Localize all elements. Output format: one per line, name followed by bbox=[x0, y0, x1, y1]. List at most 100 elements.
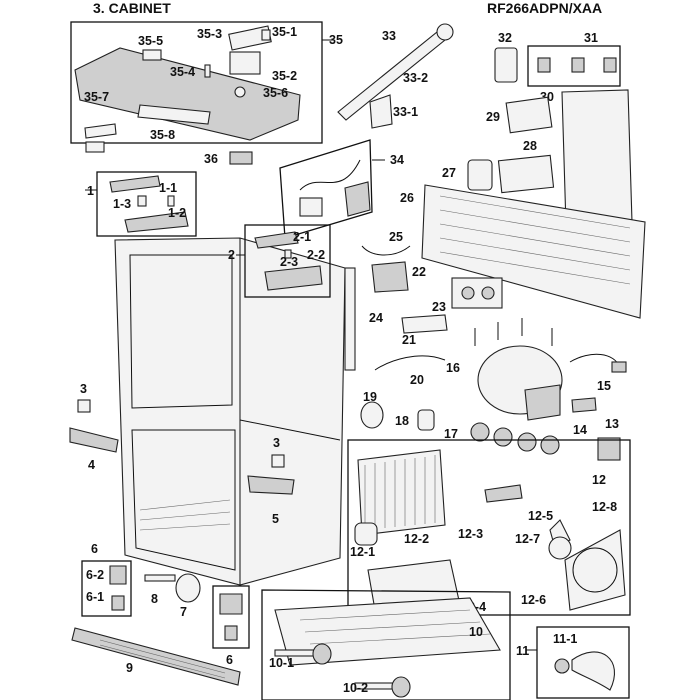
label-6-left: 6 bbox=[91, 542, 98, 556]
cabinet-shell bbox=[114, 237, 346, 586]
part-14 bbox=[571, 397, 597, 413]
part-13 bbox=[597, 437, 621, 461]
part-27 bbox=[467, 159, 493, 191]
fan-motor-12-6 bbox=[548, 536, 572, 560]
label-2: 2 bbox=[228, 248, 235, 262]
box-6-right bbox=[212, 585, 250, 649]
label-22: 22 bbox=[412, 265, 426, 279]
part-2-1 bbox=[284, 249, 292, 259]
part-36 bbox=[229, 151, 253, 165]
leveling-foot-3-right bbox=[271, 454, 285, 468]
label-11-1: 11-1 bbox=[553, 632, 577, 646]
part-group-6-left: 6 6-2 6-1 bbox=[81, 542, 132, 617]
tube-20 bbox=[374, 355, 446, 371]
part-6-bracket-right bbox=[219, 593, 243, 615]
box-31 bbox=[527, 45, 621, 87]
label-12-7: 12-7 bbox=[515, 532, 540, 546]
label-12-1: 12-1 bbox=[350, 545, 375, 559]
label-10-1: 10-1 bbox=[269, 656, 294, 670]
label-9: 9 bbox=[126, 661, 133, 675]
fan-blade-11 bbox=[571, 651, 616, 691]
roller-axle-8 bbox=[144, 574, 176, 582]
part-22 bbox=[371, 261, 409, 293]
box-1 bbox=[96, 171, 197, 237]
label-33-2: 33-2 bbox=[403, 71, 428, 85]
label-1: 1 bbox=[87, 184, 94, 198]
part-group-2: 2 2-1 2-3 2-2 bbox=[228, 224, 331, 298]
part-group-26: 26 bbox=[400, 184, 646, 319]
section-title: 3. CABINET bbox=[93, 0, 171, 16]
label-33-1: 33-1 bbox=[393, 105, 418, 119]
part-6-2 bbox=[109, 565, 127, 585]
label-35-2: 35-2 bbox=[272, 69, 297, 83]
part-31-b bbox=[571, 57, 585, 73]
label-6-2: 6-2 bbox=[86, 568, 104, 582]
part-group-10: 10 10-1 10-2 bbox=[261, 589, 511, 700]
box-6-left bbox=[81, 560, 132, 617]
bracket-5 bbox=[247, 475, 295, 495]
pcb-34 bbox=[299, 197, 323, 217]
label-23: 23 bbox=[432, 300, 446, 314]
part-1-1 bbox=[167, 195, 175, 207]
label-8: 8 bbox=[151, 592, 158, 606]
wire-harness-34 bbox=[299, 159, 361, 191]
label-32: 32 bbox=[498, 31, 512, 45]
fan-hub-11-1 bbox=[554, 658, 570, 674]
bracket-34 bbox=[344, 181, 371, 217]
screw-35-1 bbox=[261, 29, 271, 41]
back-panel-26 bbox=[421, 184, 646, 319]
part-36-left-tag bbox=[85, 141, 105, 153]
label-20: 20 bbox=[410, 373, 424, 387]
label-14: 14 bbox=[573, 423, 587, 437]
label-35-1: 35-1 bbox=[272, 25, 297, 39]
part-group-12: 12 12-1 12-2 12-3 12-4 12-5 12-6 12-7 12… bbox=[347, 439, 631, 616]
cabinet-top-bracket bbox=[74, 47, 301, 141]
box-12 bbox=[347, 439, 631, 616]
label-11: 11 bbox=[516, 644, 529, 658]
label-10: 10 bbox=[469, 625, 483, 639]
part-31-a bbox=[537, 57, 551, 73]
label-10-2: 10-2 bbox=[343, 681, 368, 695]
drain-pipe-24 bbox=[344, 267, 356, 371]
label-2-1: 2-1 bbox=[293, 230, 311, 244]
label-19: 19 bbox=[363, 390, 377, 404]
part-19 bbox=[360, 401, 384, 429]
part-21 bbox=[401, 314, 448, 334]
tube-25 bbox=[361, 245, 411, 256]
part-group-35: 35 35-1 35-2 35-3 35-4 35-5 35-6 35-7 35… bbox=[70, 21, 343, 144]
label-29: 29 bbox=[486, 110, 500, 124]
label-6-right: 6 bbox=[226, 653, 233, 667]
label-35: 35 bbox=[329, 33, 343, 47]
label-3-left: 3 bbox=[80, 382, 87, 396]
hinge-pin bbox=[436, 23, 454, 41]
part-1-3 bbox=[137, 195, 147, 207]
box-35 bbox=[70, 21, 323, 144]
label-25: 25 bbox=[389, 230, 403, 244]
cabinet-body bbox=[114, 237, 346, 586]
box-11 bbox=[536, 626, 630, 699]
label-7: 7 bbox=[180, 605, 187, 619]
part-6-1 bbox=[111, 595, 125, 611]
roller-7 bbox=[175, 573, 201, 603]
part-group-33: 33 33-2 33-1 bbox=[337, 23, 454, 129]
part-31-c bbox=[603, 57, 617, 73]
freezer-floor-ribs bbox=[139, 499, 231, 531]
label-27: 27 bbox=[442, 166, 456, 180]
base-grille-9 bbox=[71, 627, 241, 686]
label-24: 24 bbox=[369, 311, 383, 325]
label-16: 16 bbox=[446, 361, 460, 375]
evaporator-coil bbox=[357, 449, 446, 536]
part-group-23: 23 bbox=[432, 277, 503, 314]
roller-10-2 bbox=[391, 676, 411, 698]
hinge-cover-33-1 bbox=[369, 94, 393, 129]
sensor-35-6 bbox=[234, 86, 246, 98]
box-2 bbox=[244, 224, 331, 298]
label-15: 15 bbox=[597, 379, 611, 393]
label-36: 36 bbox=[204, 152, 218, 166]
label-26: 26 bbox=[400, 191, 414, 205]
bottom-cover-10 bbox=[274, 597, 501, 666]
label-35-3: 35-3 bbox=[197, 27, 222, 41]
evaporator-fins bbox=[364, 455, 436, 530]
grille-slots bbox=[99, 639, 226, 679]
